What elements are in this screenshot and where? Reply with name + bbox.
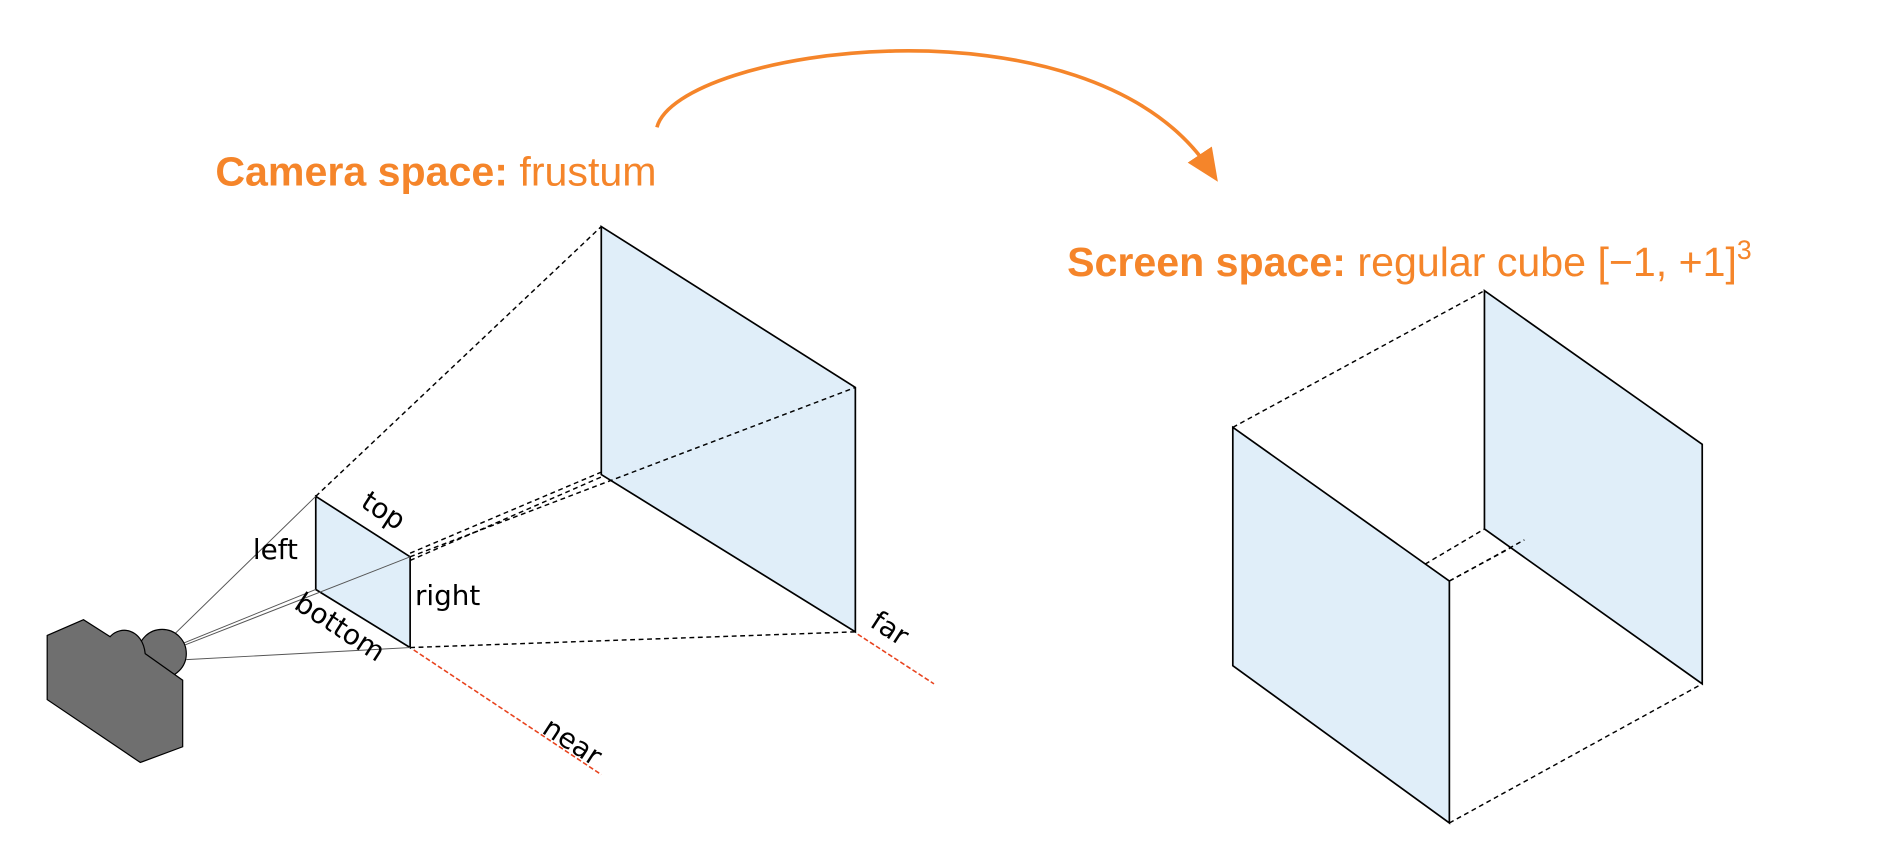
cube-edge [1449, 683, 1703, 824]
transform-arrow [655, 49, 1218, 182]
far-axis-line [857, 633, 935, 685]
label-right: right [415, 579, 480, 612]
cube-edge [1424, 528, 1485, 565]
camera-space-rest: frustum [508, 148, 657, 194]
cube-edge [1232, 290, 1485, 429]
screen-space-exponent: 3 [1737, 235, 1752, 265]
camera-ray [181, 556, 411, 647]
label-near: near [537, 710, 608, 772]
camera-ray [169, 495, 317, 640]
cube-right-face [1483, 289, 1704, 686]
far-plane [600, 225, 857, 634]
cube-edge [1449, 539, 1525, 582]
camera-space-bold: Camera space: [215, 148, 508, 194]
near-axis-line [413, 649, 602, 776]
frustum-edge [315, 226, 602, 497]
frustum-edge [409, 471, 602, 554]
screen-space-rest: regular cube [−1, +1] [1346, 239, 1737, 285]
label-left: left [253, 533, 298, 566]
camera-ray [181, 589, 316, 645]
screen-space-title: Screen space: regular cube [−1, +1]3 [1067, 235, 1752, 285]
screen-space-bold: Screen space: [1067, 239, 1346, 285]
frustum-edge [410, 631, 856, 649]
cube-left-face [1231, 425, 1451, 825]
camera-ray [186, 647, 411, 661]
frustum-edge [409, 476, 602, 562]
label-far: far [865, 604, 916, 653]
camera-icon [46, 619, 187, 764]
camera-space-title: Camera space: frustum [215, 148, 656, 194]
